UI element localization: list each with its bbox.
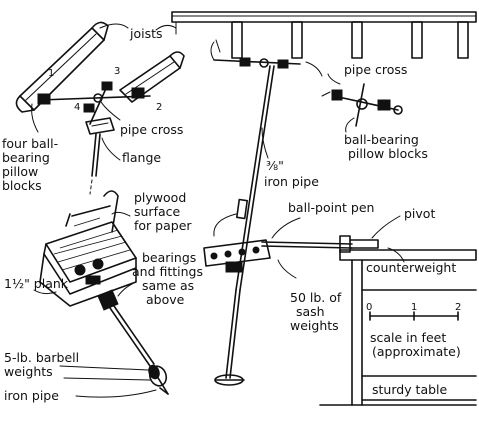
label-barbell-1: 5-lb. barbell [4, 350, 79, 365]
left-joists-detail [15, 21, 185, 125]
label-counterweight: counterweight [366, 260, 456, 275]
scale-tick-0: 0 [366, 302, 372, 313]
label-plywood-2: surface [134, 204, 181, 219]
label-pipe-cross-right: pipe cross [344, 62, 407, 77]
label-iron-pipe-size: ⅜" [266, 158, 284, 173]
number-2: 2 [156, 102, 162, 113]
label-plank: 1½" plank [4, 276, 69, 291]
flange-drawing [85, 117, 115, 195]
lower-left-pendulum [97, 289, 169, 395]
right-pipe-cross-detail [321, 83, 403, 127]
number-4: 4 [74, 102, 80, 113]
label-bearings-3: same as [142, 278, 194, 293]
sturdy-table-drawing [319, 249, 477, 406]
plywood-assembly [39, 190, 137, 307]
label-ball-point-pen: ball-point pen [288, 200, 374, 215]
label-bearings-2: and fittings [132, 264, 203, 279]
leader-lines [31, 23, 405, 398]
label-scale-1: scale in feet [370, 330, 446, 345]
scale-tick-2: 2 [455, 302, 461, 313]
label-joists: joists [129, 26, 163, 41]
ceiling-joists [171, 11, 477, 59]
label-pipe-cross-left: pipe cross [120, 122, 183, 137]
sash-weights-block [203, 239, 271, 273]
label-iron-pipe-mid: iron pipe [264, 174, 319, 189]
label-pivot: pivot [404, 206, 435, 221]
label-flange: flange [122, 150, 161, 165]
label-bearings-1: bearings [142, 250, 196, 265]
label-plywood-1: plywood [134, 190, 186, 205]
label-four-ball-bearing-3: pillow [2, 164, 38, 179]
label-barbell-2: weights [4, 364, 53, 379]
upper-right-hanger [210, 39, 323, 77]
label-four-ball-bearing-1: four ball- [2, 136, 58, 151]
scale-tick-1: 1 [411, 302, 417, 313]
label-iron-pipe-bottom: iron pipe [4, 388, 59, 403]
label-ball-bearing-right-2: pillow blocks [348, 146, 428, 161]
number-1: 1 [48, 68, 54, 79]
label-bearings-4: above [146, 292, 185, 307]
label-sash-weights-2: sash [296, 304, 325, 319]
label-four-ball-bearing-2: bearing [2, 150, 50, 165]
number-3: 3 [114, 66, 120, 77]
label-sash-weights-1: 50 lb. of [290, 290, 342, 305]
pen-arm [261, 235, 379, 253]
label-sash-weights-3: weights [290, 318, 339, 333]
label-plywood-3: for paper [134, 218, 192, 233]
label-sturdy-table: sturdy table [372, 382, 448, 397]
middle-iron-pipe [214, 65, 275, 386]
label-scale-2: (approximate) [372, 344, 461, 359]
label-four-ball-bearing-4: blocks [2, 178, 42, 193]
label-ball-bearing-right-1: ball-bearing [344, 132, 419, 147]
scale-bar [369, 311, 459, 321]
